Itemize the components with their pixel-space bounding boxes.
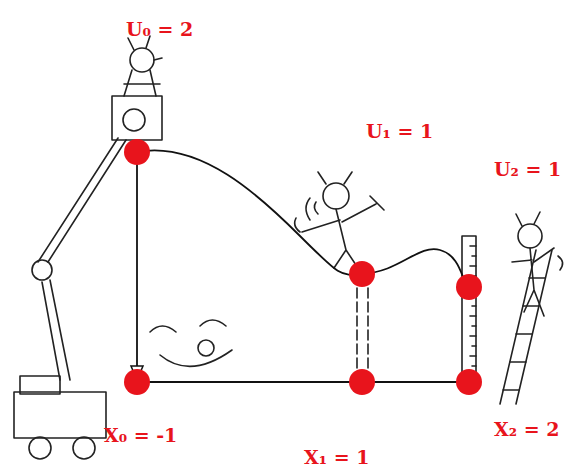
data-point bbox=[456, 274, 482, 300]
data-point bbox=[456, 369, 482, 395]
person-hair bbox=[516, 212, 540, 226]
face-eye bbox=[200, 320, 226, 326]
value-label: U₂ = 1 bbox=[494, 158, 561, 181]
lift-basket bbox=[112, 96, 162, 140]
lift-vehicle bbox=[14, 392, 106, 438]
data-point bbox=[124, 369, 150, 395]
person-head bbox=[323, 183, 349, 209]
arm-joint bbox=[32, 260, 52, 280]
person-body bbox=[512, 248, 554, 316]
motion-marks bbox=[306, 198, 318, 220]
basket-pivot bbox=[123, 109, 145, 131]
ruler bbox=[462, 236, 476, 382]
face-nose bbox=[198, 340, 214, 356]
data-point bbox=[349, 261, 375, 287]
value-label: U₀ = 2 bbox=[126, 18, 193, 41]
ladder-rail bbox=[516, 250, 552, 404]
person-hair bbox=[318, 172, 352, 184]
axis-line bbox=[137, 381, 469, 383]
wheel bbox=[73, 437, 95, 459]
value-label: X₁ = 1 bbox=[304, 446, 369, 469]
value-label: X₂ = 2 bbox=[494, 418, 559, 441]
lift-cab bbox=[20, 376, 60, 394]
data-point bbox=[349, 369, 375, 395]
lift-arm bbox=[50, 280, 70, 380]
person-head bbox=[518, 224, 542, 248]
lift-arm bbox=[48, 140, 126, 262]
measuring-post bbox=[356, 288, 358, 372]
measuring-post bbox=[367, 288, 369, 372]
value-label: U₁ = 1 bbox=[366, 120, 433, 143]
face-eye bbox=[150, 326, 176, 332]
drop-line bbox=[136, 152, 138, 368]
person-head bbox=[130, 48, 154, 72]
wheel bbox=[29, 437, 51, 459]
data-point bbox=[124, 139, 150, 165]
lift-arm bbox=[42, 282, 60, 380]
person-body bbox=[124, 70, 160, 96]
ladder-rail bbox=[500, 250, 536, 404]
person-body bbox=[295, 196, 384, 268]
motion-marks bbox=[558, 256, 563, 270]
function-curve bbox=[137, 150, 469, 287]
face-mouth bbox=[160, 350, 232, 366]
ladder-rungs bbox=[503, 278, 545, 390]
lift-arm bbox=[38, 138, 118, 262]
ruler-ticks bbox=[470, 246, 476, 366]
value-label: X₀ = -1 bbox=[104, 424, 177, 447]
